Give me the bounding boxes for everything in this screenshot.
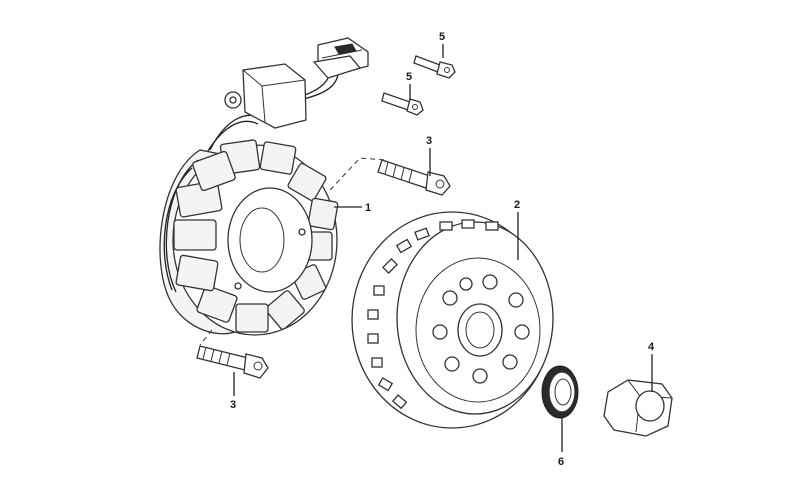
flywheel-holes [432,274,530,384]
screw-lower [381,92,424,116]
bolt-lower [196,345,269,379]
nut [603,379,673,437]
callout-bolt-upper: 3 [426,135,432,147]
stator-assembly [159,37,369,336]
callout-bolt-lower: 3 [230,399,236,411]
flywheel [351,211,554,429]
callout-stator: 1 [365,202,371,214]
stator-coils [173,139,339,333]
callout-nut: 4 [648,341,655,353]
callout-washer: 6 [558,456,564,468]
screw-upper [413,55,456,79]
leader-lines [233,44,653,452]
callout-flywheel: 2 [514,199,520,211]
callout-screw-upper: 5 [439,31,445,43]
bolt-upper [377,159,451,196]
washer [541,365,579,419]
callout-screw-lower: 5 [406,71,412,83]
flywheel-rim-slots [367,219,499,410]
